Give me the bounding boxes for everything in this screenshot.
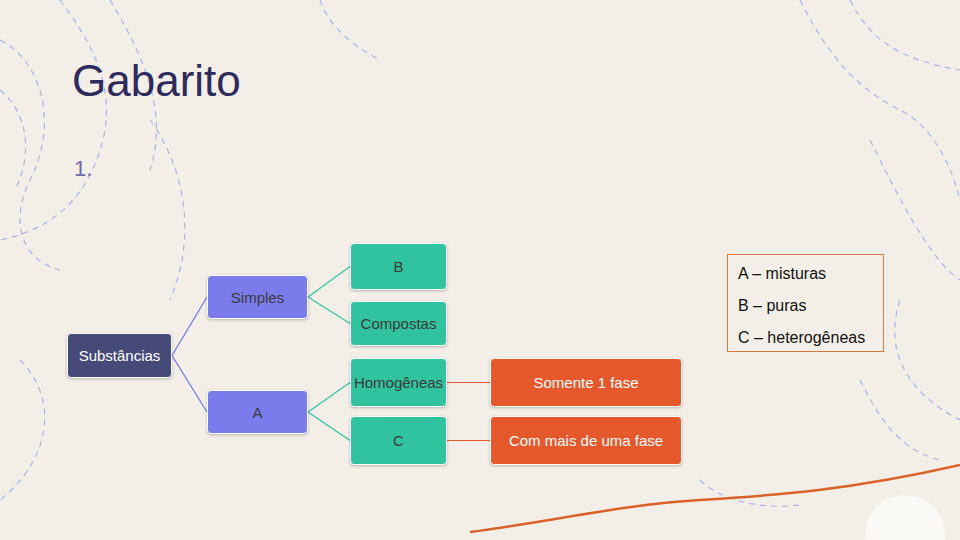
connector-line (172, 356, 207, 413)
connector-line (308, 383, 350, 413)
answer-line: B – puras (738, 297, 806, 315)
connector-line (172, 297, 207, 356)
slide-title: Gabarito (72, 56, 241, 106)
root-box: Substâncias (67, 333, 172, 378)
connector-line (447, 440, 490, 441)
connector-stroke (172, 356, 207, 413)
connector-stroke (172, 297, 207, 356)
box-label: C (393, 432, 404, 449)
answer-line: C – heterogêneas (738, 329, 865, 347)
connector-stroke (308, 297, 350, 324)
connector-stroke (308, 412, 350, 441)
box-label: B (393, 258, 403, 275)
answer-line: A – misturas (738, 265, 826, 283)
description-box: Com mais de uma fase (490, 416, 682, 465)
connector-line (308, 412, 350, 441)
connector-stroke (447, 440, 490, 441)
box-label: Compostas (361, 315, 437, 332)
connector-line (308, 297, 350, 324)
category-box: Simples (207, 275, 308, 319)
box-label: Com mais de uma fase (509, 432, 663, 449)
box-label: Substâncias (79, 347, 161, 364)
connector-line (308, 267, 350, 298)
category-box: A (207, 390, 308, 434)
box-label: Somente 1 fase (533, 374, 638, 391)
connector-stroke (308, 383, 350, 413)
box-label: Homogêneas (354, 374, 443, 391)
question-number: 1. (74, 156, 92, 182)
box-label: Simples (231, 289, 284, 306)
box-label: A (252, 404, 262, 421)
connector-stroke (308, 267, 350, 298)
leaf-box: Homogêneas (350, 358, 447, 407)
leaf-box: C (350, 416, 447, 465)
connector-line (447, 382, 490, 383)
answer-key-box: A – misturas B – puras C – heterogêneas (727, 254, 884, 352)
leaf-box: Compostas (350, 301, 447, 346)
connector-stroke (447, 382, 490, 383)
leaf-box: B (350, 243, 447, 290)
description-box: Somente 1 fase (490, 358, 682, 407)
